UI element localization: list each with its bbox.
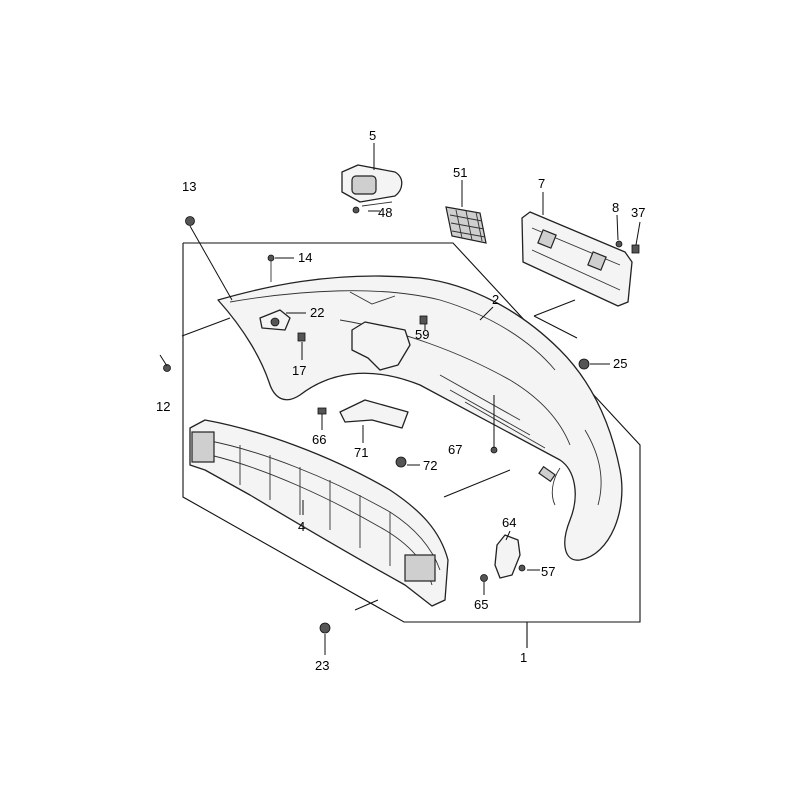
clip-59 [419,315,428,325]
nut-13 [185,216,195,226]
clip-72 [395,456,407,468]
callout-37: 37 [631,205,645,220]
leader-lines [159,143,641,655]
callout-67: 67 [448,442,462,457]
callout-71: 71 [354,445,368,460]
callout-65: 65 [474,597,488,612]
callout-5: 5 [369,128,376,143]
bracket-part-71 [339,399,409,429]
callout-66: 66 [312,432,326,447]
clip-37 [631,244,640,254]
assembly-frame [182,242,641,623]
screw-8 [615,240,623,248]
bracket-part-22 [259,309,291,331]
callout-25: 25 [613,356,627,371]
callout-51: 51 [453,165,467,180]
clip-25 [578,358,590,370]
mesh-grille-part-51 [445,206,487,244]
callout-8: 8 [612,200,619,215]
callout-7: 7 [538,176,545,191]
clip-17 [297,332,306,342]
callout-48: 48 [378,205,392,220]
callout-22: 22 [310,305,324,320]
callout-23: 23 [315,658,329,673]
bumper-beam [189,419,449,607]
bumper-cover [217,275,623,561]
inner-duct [351,321,411,371]
screw-65 [480,574,488,582]
reflector-part-5 [341,164,403,214]
callout-4: 4 [298,519,305,534]
callout-labels: 1 2 4 5 7 8 12 13 14 17 22 23 25 37 48 5… [156,128,645,673]
callout-12: 12 [156,399,170,414]
screw-57 [518,564,526,572]
clip-66 [317,407,327,415]
callout-72: 72 [423,458,437,473]
nut-23 [319,622,331,634]
callout-64: 64 [502,515,516,530]
callout-59: 59 [415,327,429,342]
screw-12 [163,364,171,372]
callout-1: 1 [520,650,527,665]
callout-17: 17 [292,363,306,378]
callout-13: 13 [182,179,196,194]
callout-57: 57 [541,564,555,579]
license-bracket-part-7 [521,211,633,307]
callout-2: 2 [492,292,499,307]
callout-14: 14 [298,250,312,265]
bracket-part-64 [494,534,521,579]
